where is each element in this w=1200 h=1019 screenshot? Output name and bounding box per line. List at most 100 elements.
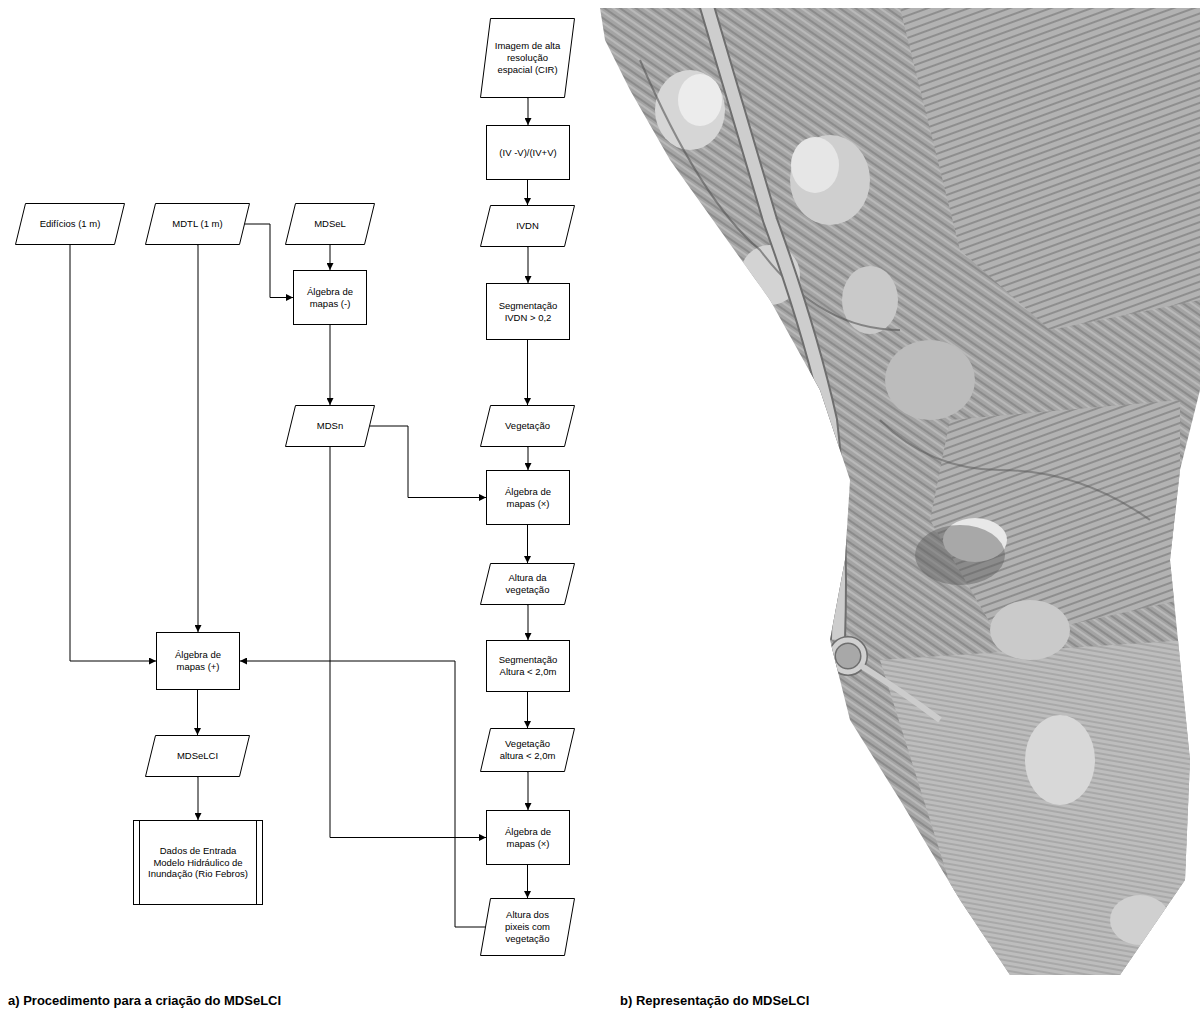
valley-line	[880, 420, 1150, 520]
data-parallelogram: MDSn	[285, 405, 375, 447]
node-label: Álgebra de mapas (-)	[298, 286, 362, 310]
flow-arrow	[370, 426, 486, 498]
outline-shape	[294, 271, 367, 325]
road-edge	[705, 0, 839, 640]
node-label: Vegetação	[505, 420, 550, 432]
node-label: MDSeL	[314, 218, 346, 230]
flow-arrow	[527, 447, 529, 470]
outline-shape	[487, 471, 570, 525]
outline-shape	[286, 204, 375, 245]
process-box: Segmentação IVDN > 0,2	[486, 283, 570, 340]
hill	[1025, 715, 1095, 805]
flow-arrow	[240, 661, 485, 927]
flow-arrow	[527, 98, 529, 125]
outline-shape	[146, 736, 250, 777]
flow-arrow	[70, 245, 156, 661]
side-bar	[139, 821, 140, 905]
outline-shape	[157, 633, 240, 690]
process-box: Álgebra de mapas (+)	[156, 632, 240, 690]
hill	[1110, 895, 1170, 945]
side-bar	[256, 821, 257, 905]
node-label: Álgebra de mapas (×)	[491, 486, 565, 510]
outline-shape	[487, 811, 570, 865]
outline-shape	[16, 204, 125, 245]
data-parallelogram: MDSeL	[285, 203, 375, 245]
hill	[990, 600, 1070, 660]
outline-shape	[481, 406, 575, 447]
data-parallelogram: Imagem de alta resolução espacial (CIR)	[480, 18, 575, 98]
outline-shape	[487, 126, 570, 180]
outline-shape	[481, 729, 575, 772]
outline-shape	[487, 284, 570, 340]
node-label: Álgebra de mapas (+)	[161, 649, 235, 673]
road	[705, 0, 839, 640]
flow-arrow	[197, 690, 199, 735]
data-parallelogram: Edifícios (1 m)	[15, 203, 125, 245]
node-label: MDSn	[317, 420, 343, 432]
hill	[791, 137, 839, 193]
figure-caption: b) Representação do MDSeLCI	[620, 993, 809, 1008]
flow-arrow	[527, 180, 529, 205]
node-label: Segmentação IVDN > 0,2	[491, 300, 565, 324]
node-label: Dados de Entrada Modelo Hidráulico de In…	[144, 845, 252, 881]
flow-arrow	[527, 525, 529, 563]
map-relief	[590, 0, 1200, 1000]
hill	[655, 70, 725, 150]
flow-arrow	[527, 692, 529, 728]
outline-shape	[481, 899, 575, 956]
outline-shape	[481, 206, 575, 247]
node-label: (IV -V)/(IV+V)	[499, 147, 556, 159]
data-parallelogram: MDTL (1 m)	[145, 203, 250, 245]
node-label: Altura dos pixeis com vegetação	[494, 909, 561, 945]
node-label: Álgebra de mapas (×)	[491, 826, 565, 850]
node-label: Altura da vegetação	[494, 572, 561, 596]
urban-area	[930, 400, 1180, 640]
data-parallelogram: MDSeLCI	[145, 735, 250, 777]
urban-area	[900, 8, 1200, 330]
node-label: MDSeLCI	[177, 750, 218, 762]
data-parallelogram: Vegetação	[480, 405, 575, 447]
figure-caption: a) Procedimento para a criação do MDSeLC…	[8, 993, 281, 1008]
relief-ground	[590, 0, 1200, 1000]
node-label: IVDN	[516, 220, 539, 232]
data-parallelogram: Altura da vegetação	[480, 563, 575, 605]
predefined-process-box: Dados de Entrada Modelo Hidráulico de In…	[133, 820, 263, 905]
hill	[885, 340, 975, 420]
flow-arrow	[330, 447, 486, 838]
flow-arrow	[197, 777, 199, 820]
flow-arrow	[330, 325, 331, 405]
node-label: Vegetação altura < 2,0m	[494, 738, 561, 762]
terraces	[880, 640, 1190, 980]
node-label: MDTL (1 m)	[172, 218, 222, 230]
flow-arrow	[197, 245, 199, 632]
outline-shape	[134, 821, 263, 905]
outline-shape	[146, 204, 250, 245]
data-parallelogram: Vegetação altura < 2,0m	[480, 728, 575, 772]
outline-shape	[286, 406, 375, 447]
road	[860, 665, 940, 720]
data-parallelogram: IVDN	[480, 205, 575, 247]
flow-arrow	[245, 224, 293, 298]
process-box: Segmentação Altura < 2,0m	[486, 640, 570, 692]
outline-shape	[487, 641, 570, 692]
flow-arrow	[527, 247, 529, 283]
process-box: Álgebra de mapas (-)	[293, 270, 367, 325]
outline-shape	[481, 19, 575, 98]
process-box: (IV -V)/(IV+V)	[486, 125, 570, 180]
data-parallelogram: Altura dos pixeis com vegetação	[480, 898, 575, 956]
node-label: Imagem de alta resolução espacial (CIR)	[494, 40, 561, 76]
hill	[678, 74, 722, 126]
node-label: Segmentação Altura < 2,0m	[491, 654, 565, 678]
outline-shape	[481, 564, 575, 605]
flow-arrow	[527, 865, 529, 898]
process-box: Álgebra de mapas (×)	[486, 810, 570, 865]
flow-arrow	[527, 605, 529, 640]
flow-arrow	[527, 772, 529, 810]
flow-arrow	[330, 245, 331, 270]
hill-shadow	[915, 525, 1005, 585]
process-box: Álgebra de mapas (×)	[486, 470, 570, 525]
flow-arrow	[527, 340, 529, 405]
hill	[842, 266, 898, 334]
node-label: Edifícios (1 m)	[40, 218, 101, 230]
